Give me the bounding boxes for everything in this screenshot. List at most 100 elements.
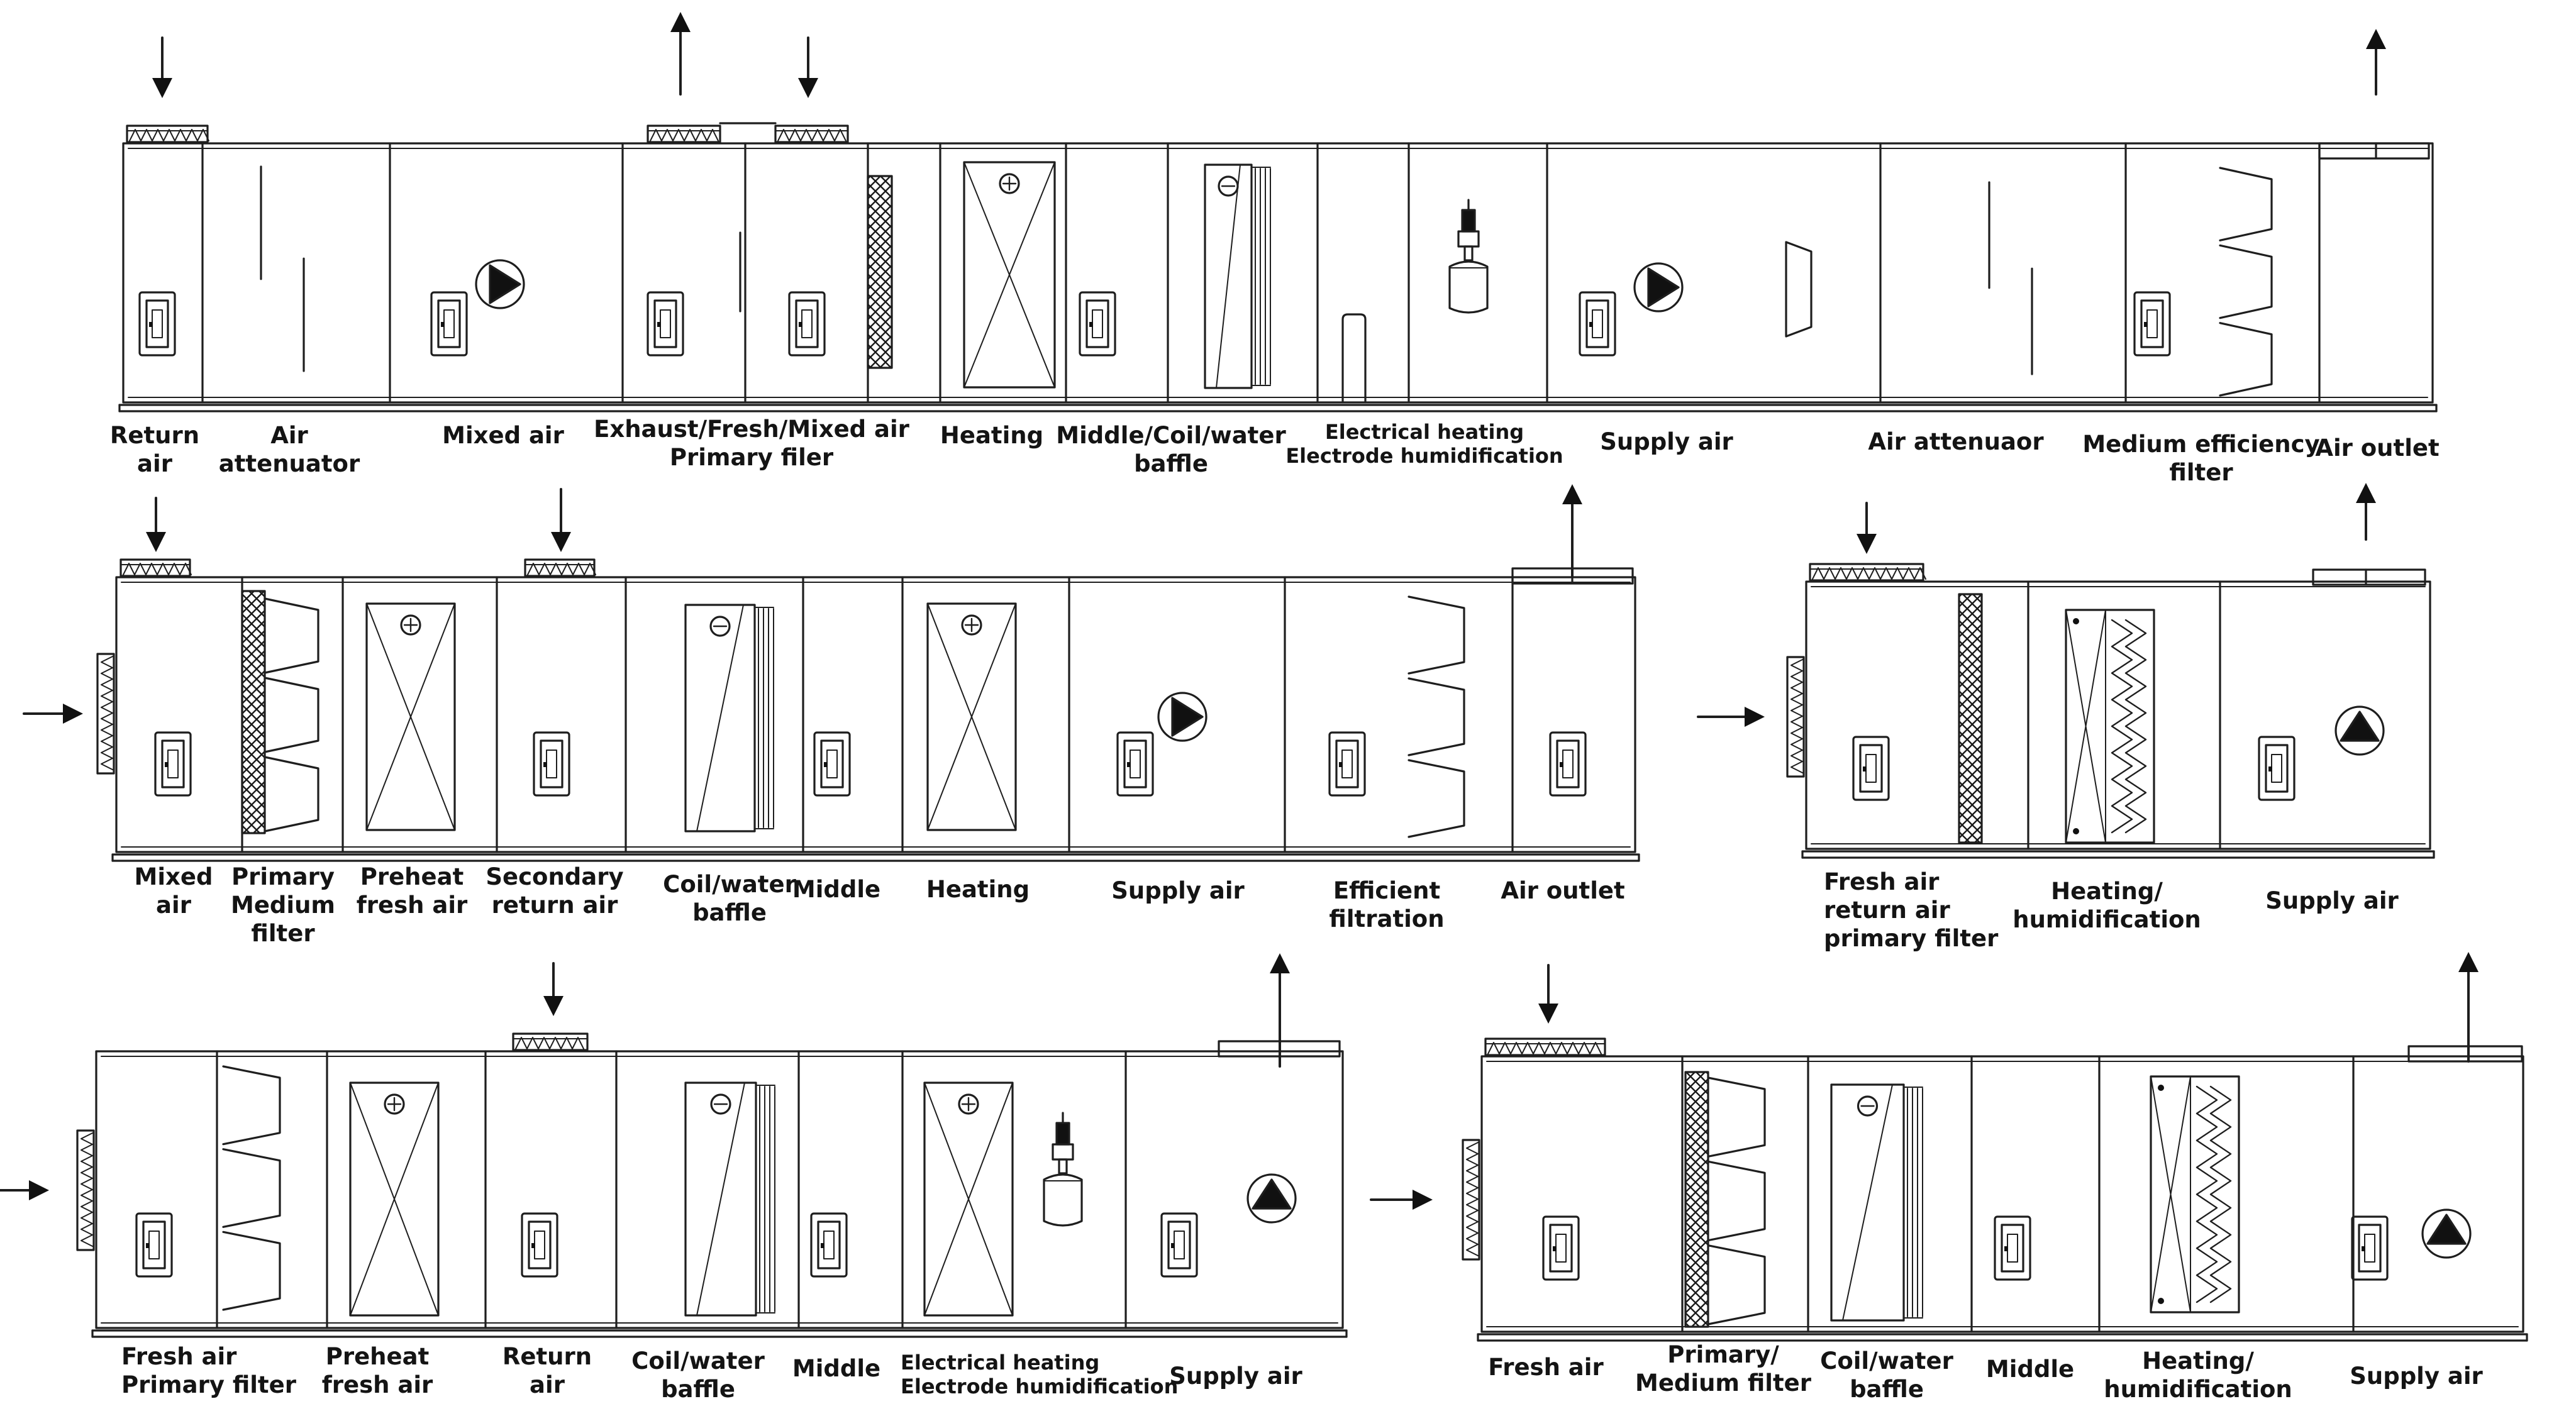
access-door-icon (533, 731, 570, 797)
label-line: Electrical heating (1324, 420, 1524, 444)
unit-4 (0, 953, 1348, 1338)
label-line: humidification (2012, 906, 2201, 933)
label-line: Electrode humidification (901, 1375, 1179, 1398)
label-line: baffle (1134, 450, 1208, 477)
label-line: air (530, 1371, 565, 1398)
label-line: Middle (1985, 1356, 2075, 1383)
air-grille-icon (647, 124, 721, 143)
label-line: Coil/water (663, 871, 796, 898)
unit-1-label-air-attenuaor: Air attenuaor (1868, 428, 2043, 456)
label-line: Middle (792, 876, 881, 903)
air-grille-icon (524, 558, 596, 577)
unit-3-label-heating-humidification: Heating/humidification (2012, 877, 2201, 934)
access-door-icon (154, 731, 192, 797)
heating-coil-icon (923, 1081, 1014, 1317)
label-line: Supply air (2265, 887, 2399, 914)
access-door-icon (138, 291, 176, 357)
heating-coil-icon (365, 602, 456, 831)
access-door-icon (1542, 1215, 1580, 1281)
label-line: baffle (661, 1376, 735, 1403)
heating-coil-icon (349, 1081, 440, 1317)
label-line: Electrode humidification (1285, 444, 1563, 468)
water-baffle-icon (1204, 163, 1271, 389)
unit-2-label-air-outlet: Air outlet (1501, 877, 1624, 905)
label-line: Secondary (486, 863, 624, 890)
fan-icon (1157, 692, 1208, 742)
unit-4-label-middle: Middle (792, 1354, 880, 1383)
bag-filter-icon (264, 597, 319, 832)
fan-icon (475, 259, 525, 309)
access-door-icon (521, 1212, 558, 1278)
bag-filter-icon (1407, 595, 1465, 838)
humidifier-media-icon (2150, 1075, 2240, 1314)
label-line: Air (270, 422, 308, 449)
label-line: Air outlet (2315, 434, 2440, 462)
access-door-icon (2133, 291, 2171, 357)
mesh-filter-icon (1958, 593, 1983, 844)
label-line: filtration (1329, 905, 1445, 932)
label-line: Heating (940, 422, 1044, 449)
unit-5-label-primary-medium-filter: Primary/Medium filter (1635, 1341, 1811, 1397)
fan-icon (2421, 1209, 2472, 1259)
side-air-grille-icon (96, 653, 115, 775)
label-line: Electrical heating (901, 1351, 1100, 1375)
fan-icon (2334, 705, 2385, 756)
access-door-icon (2351, 1215, 2389, 1281)
unit-5-label-middle: Middle (1986, 1355, 2074, 1383)
air-grille-icon (119, 558, 192, 577)
access-door-icon (1079, 291, 1116, 357)
label-line: filter (2169, 459, 2233, 486)
label-line: Air outlet (1501, 877, 1625, 904)
access-door-icon (1852, 736, 1890, 801)
label-line: Supply air (1600, 428, 1733, 455)
unit-1 (118, 12, 2438, 412)
housing-panel (115, 576, 1636, 853)
housing-panel (122, 142, 2434, 404)
access-door-icon (1994, 1215, 2031, 1281)
housing-panel (95, 1050, 1344, 1329)
access-door-icon (135, 1212, 173, 1278)
label-line: Mixed air (442, 422, 564, 449)
electrode-humidifier-icon (1448, 199, 1489, 314)
label-line: Return (109, 422, 200, 449)
label-line: return air (1824, 897, 1950, 924)
unit-2-label-heating: Heating (926, 875, 1030, 904)
label-line: Supply air (1169, 1363, 1302, 1390)
unit-1-label-heating: Heating (940, 421, 1043, 450)
label-line: filter (251, 920, 315, 947)
unit-5-label-heating-humidification: Heating/humidification (2104, 1347, 2292, 1403)
label-line: return air (491, 892, 618, 919)
attenuator-baffle-icon (260, 165, 305, 372)
label-line: Exhaust/Fresh/Mixed air (594, 416, 909, 443)
air-grille-icon (1809, 563, 1926, 582)
label-line: humidification (2104, 1376, 2292, 1403)
electrode-humidifier-icon (1043, 1112, 1083, 1227)
unit-5 (1370, 952, 2528, 1342)
label-line: attenuator (218, 450, 360, 477)
air-grille-icon (512, 1032, 589, 1051)
housing-panel (1805, 580, 2431, 850)
label-line: Primary (231, 863, 335, 890)
label-line: baffle (1850, 1376, 1924, 1403)
access-door-icon (788, 291, 826, 357)
mesh-filter-icon (867, 175, 893, 369)
label-line: Heating (926, 876, 1030, 903)
air-outlet-collar (2318, 142, 2430, 160)
label-line: Heating/ (2051, 878, 2163, 905)
label-line: Supply air (1111, 877, 1245, 904)
attenuator-baffle-icon (1988, 181, 2033, 375)
mesh-filter-icon (241, 590, 266, 834)
